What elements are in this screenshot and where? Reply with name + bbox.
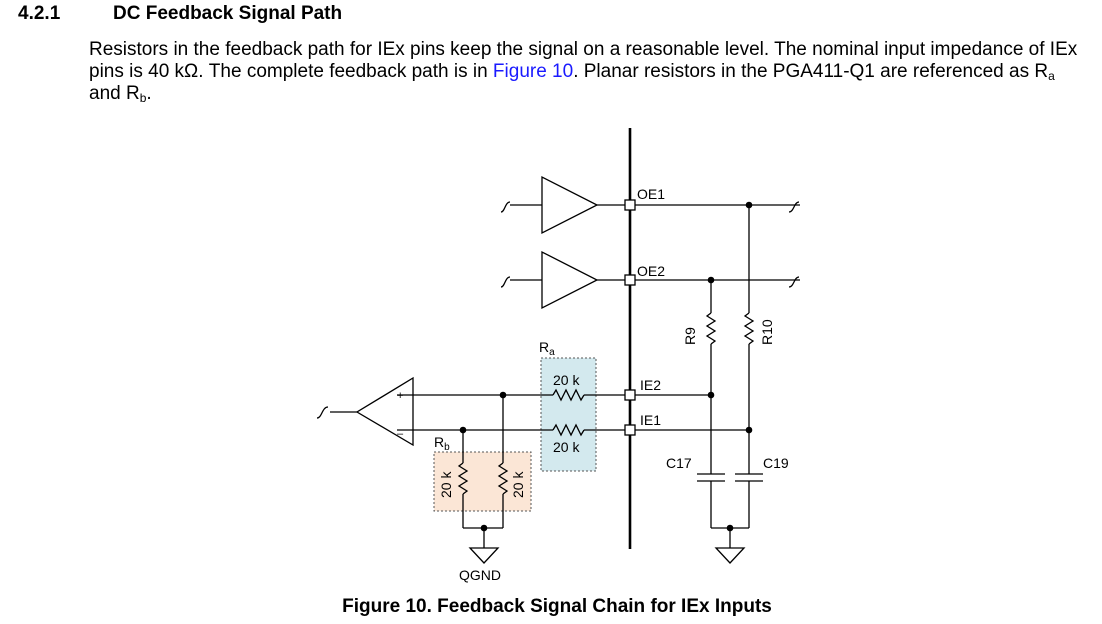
junction-dot — [707, 276, 715, 284]
oe2-buffer — [541, 250, 599, 310]
label-ra: Ra — [539, 339, 555, 358]
paragraph-text: Resistors in the feedback path for IEx p… — [89, 39, 1078, 82]
label-qgnd: QGND — [459, 567, 501, 583]
pin-ie2 — [624, 389, 636, 401]
qgnd-ground-symbol — [468, 547, 500, 564]
r10-resistor — [743, 312, 755, 345]
junction-dot — [745, 201, 753, 209]
label-plus: + — [397, 390, 403, 402]
signal-break-oe1-out — [788, 201, 800, 213]
subscript-b: b — [139, 91, 147, 105]
junction-dot — [480, 524, 488, 532]
ra-top-resistor — [552, 388, 585, 402]
section-number: 4.2.1 — [18, 3, 61, 24]
section-title: DC Feedback Signal Path — [113, 3, 343, 24]
paragraph-text: . — [146, 83, 152, 104]
junction-dot — [459, 426, 467, 434]
rb-resistor-box — [433, 451, 532, 512]
pin-ie1 — [624, 424, 636, 436]
label-rb-left-value: 20 k — [438, 471, 454, 498]
signal-break-oe2-in — [500, 276, 511, 288]
label-rb: Rb — [434, 434, 450, 453]
signal-break-oe2-out — [788, 276, 800, 288]
label-ie2: IE2 — [640, 377, 661, 393]
figure-caption-text: Figure 10. Feedback Signal Chain for IEx… — [342, 596, 772, 617]
label-rb-right-value: 20 k — [510, 471, 526, 498]
oe1-buffer — [541, 175, 599, 235]
ra-bottom-resistor — [552, 423, 585, 437]
pin-oe1 — [624, 199, 636, 211]
pin-oe2 — [624, 274, 636, 286]
label-oe2: OE2 — [637, 263, 665, 279]
junction-dot — [726, 524, 734, 532]
label-ra-bottom-value: 20 k — [553, 439, 580, 455]
signal-break-opamp-out — [316, 406, 329, 419]
cap-ground-symbol — [714, 547, 746, 564]
r9-resistor — [705, 312, 717, 345]
label-c17: C17 — [666, 455, 692, 471]
label-oe1: OE1 — [637, 186, 665, 202]
op-amp — [355, 376, 414, 447]
subscript-a: a — [1048, 69, 1055, 83]
label-ie1: IE1 — [640, 412, 661, 428]
label-ra-top-value: 20 k — [553, 372, 580, 388]
rb-right-resistor — [497, 462, 509, 495]
junction-dot — [745, 426, 753, 434]
figure-link[interactable]: Figure 10 — [492, 61, 574, 82]
body-paragraph: Resistors in the feedback path for IEx p… — [89, 39, 1079, 105]
rb-left-resistor — [457, 462, 469, 495]
label-r9: R9 — [682, 327, 698, 345]
paragraph-text: and R — [89, 83, 140, 104]
junction-dot — [499, 391, 507, 399]
label-minus: – — [397, 428, 404, 440]
ra-resistor-box — [540, 357, 597, 472]
signal-break-oe1-in — [500, 201, 511, 213]
figure-caption: Figure 10. Feedback Signal Chain for IEx… — [0, 596, 1102, 618]
junction-dot — [707, 391, 715, 399]
label-c19: C19 — [763, 455, 789, 471]
paragraph-text: . Planar resistors in the PGA411-Q1 are … — [573, 61, 1049, 82]
label-r10: R10 — [759, 319, 775, 345]
